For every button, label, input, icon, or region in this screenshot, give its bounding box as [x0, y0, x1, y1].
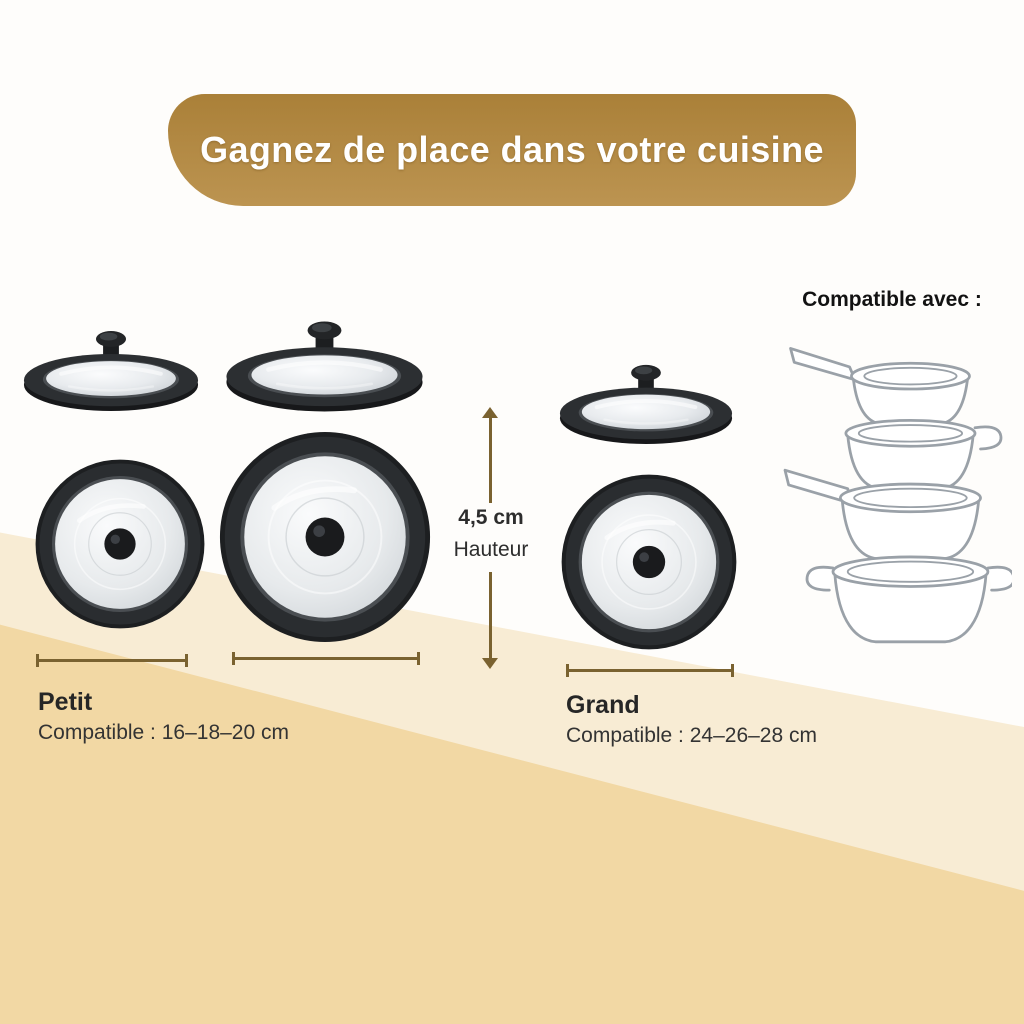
- grand-lid-angled-image: [559, 364, 733, 444]
- large-size-compatibility: Compatible : 24–26–28 cm: [566, 724, 817, 747]
- small-lid-width-measure: [36, 654, 188, 667]
- small-lid-top-image: [35, 459, 205, 629]
- small-lid-angled-image: [23, 331, 199, 411]
- height-label: Hauteur: [453, 538, 529, 561]
- grand-lid-top-image: [561, 474, 737, 650]
- large-lid-angled-image: [226, 321, 423, 412]
- pot-stack-illustration: [783, 347, 1012, 644]
- height-measure-top-line: [489, 417, 492, 503]
- height-measure-bottom-line: [489, 572, 492, 659]
- small-size-name: Petit: [38, 688, 93, 716]
- height-arrow-down-icon: [482, 658, 498, 669]
- banner-title: Gagnez de place dans votre cuisine: [200, 129, 824, 170]
- small-size-compatibility: Compatible : 16–18–20 cm: [38, 721, 289, 744]
- large-lid-top-image: [219, 431, 431, 643]
- compatible-with-title: Compatible avec :: [802, 288, 982, 311]
- header-banner: Gagnez de place dans votre cuisine: [168, 94, 856, 206]
- height-arrow-up-icon: [482, 407, 498, 418]
- height-value: 4,5 cm: [458, 506, 524, 529]
- grand-lid-width-measure: [566, 664, 734, 677]
- large-size-name: Grand: [566, 691, 640, 719]
- height-callout: 4,5 cm Hauteur: [438, 506, 544, 562]
- large-lid-width-measure: [232, 652, 420, 665]
